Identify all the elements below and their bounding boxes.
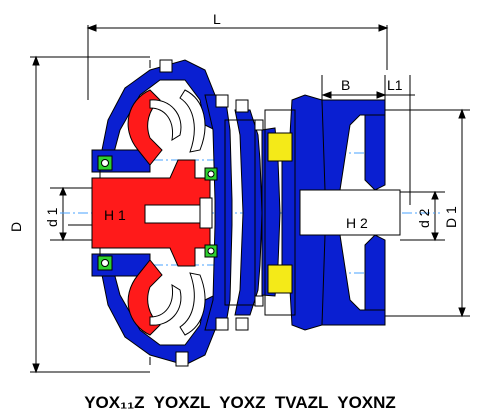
model-caption: YOX₁₁Z YOXZL YOXZ TVAZL YOXNZ [84, 393, 396, 412]
dim-label-d2: d 2 [416, 208, 432, 228]
dim-label-B: B [341, 77, 350, 93]
dim-label-L: L [213, 11, 221, 27]
dim-label-D1: D 1 [443, 206, 459, 228]
dim-label-H2: H 2 [346, 215, 368, 231]
runner-cavities [179, 89, 206, 336]
bolts [159, 59, 264, 367]
dim-label-L1: L1 [387, 77, 403, 93]
dim-label-D: D [8, 222, 24, 232]
bearing-balls [101, 159, 215, 267]
dimension-labels: L D d 1 H 1 B L1 D 1 d 2 H 2 [8, 11, 459, 232]
spacer-blocks [267, 132, 293, 294]
dim-label-d1: d 1 [44, 207, 60, 227]
dim-label-H1: H 1 [104, 207, 126, 223]
output-shaft [144, 189, 401, 236]
